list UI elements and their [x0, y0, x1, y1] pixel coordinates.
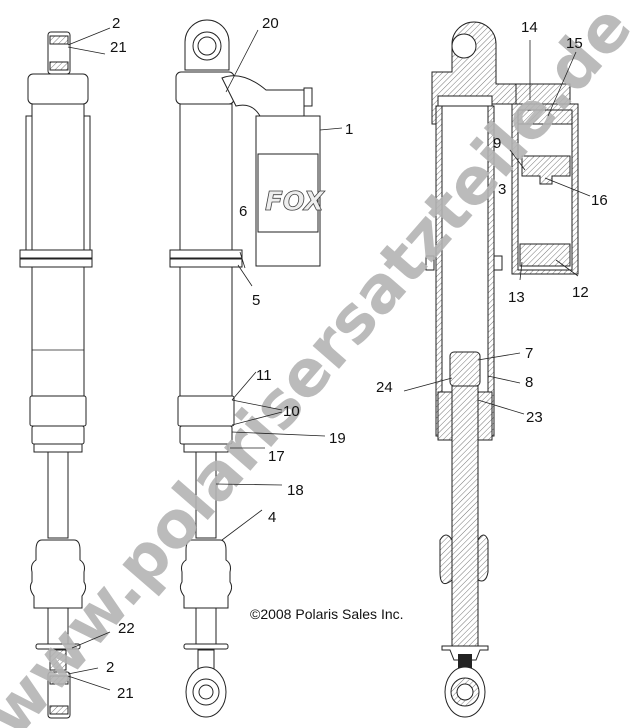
- callout-18: 18: [287, 482, 304, 499]
- callout-13: 13: [508, 289, 525, 306]
- callout-3: 3: [498, 181, 506, 198]
- callout-12: 12: [572, 284, 589, 301]
- callout-2-bottom: 2: [106, 659, 114, 676]
- callout-4: 4: [268, 509, 276, 526]
- callout-21: 21: [110, 39, 127, 56]
- shock-front-view: FOX: [169, 19, 326, 718]
- callout-15: 15: [566, 35, 583, 52]
- callout-6: 6: [239, 203, 247, 220]
- callout-10: 10: [283, 403, 300, 420]
- callout-20: 20: [262, 15, 279, 32]
- callouts: 2 21 20 1 6 5 14 15 9 3 16 13 12 7 8 24 …: [106, 15, 608, 702]
- fox-logo: FOX: [265, 187, 326, 217]
- callout-24: 24: [376, 379, 393, 396]
- callout-7: 7: [525, 345, 533, 362]
- callout-23: 23: [526, 409, 543, 426]
- leader-lines: [67, 27, 591, 691]
- shock-side-view: [19, 31, 93, 719]
- callout-5: 5: [252, 292, 260, 309]
- callout-14: 14: [521, 19, 538, 36]
- callout-8: 8: [525, 374, 533, 391]
- callout-21-bottom: 21: [117, 685, 134, 702]
- shock-cross-section: [425, 21, 579, 718]
- callout-1: 1: [345, 121, 353, 138]
- callout-22: 22: [118, 620, 135, 637]
- callout-19: 19: [329, 430, 346, 447]
- callout-2: 2: [112, 15, 120, 32]
- callout-9: 9: [493, 135, 501, 152]
- callout-11: 11: [256, 367, 272, 384]
- callout-17: 17: [268, 448, 285, 465]
- callout-16: 16: [591, 192, 608, 209]
- copyright-notice: ©2008 Polaris Sales Inc.: [250, 606, 404, 622]
